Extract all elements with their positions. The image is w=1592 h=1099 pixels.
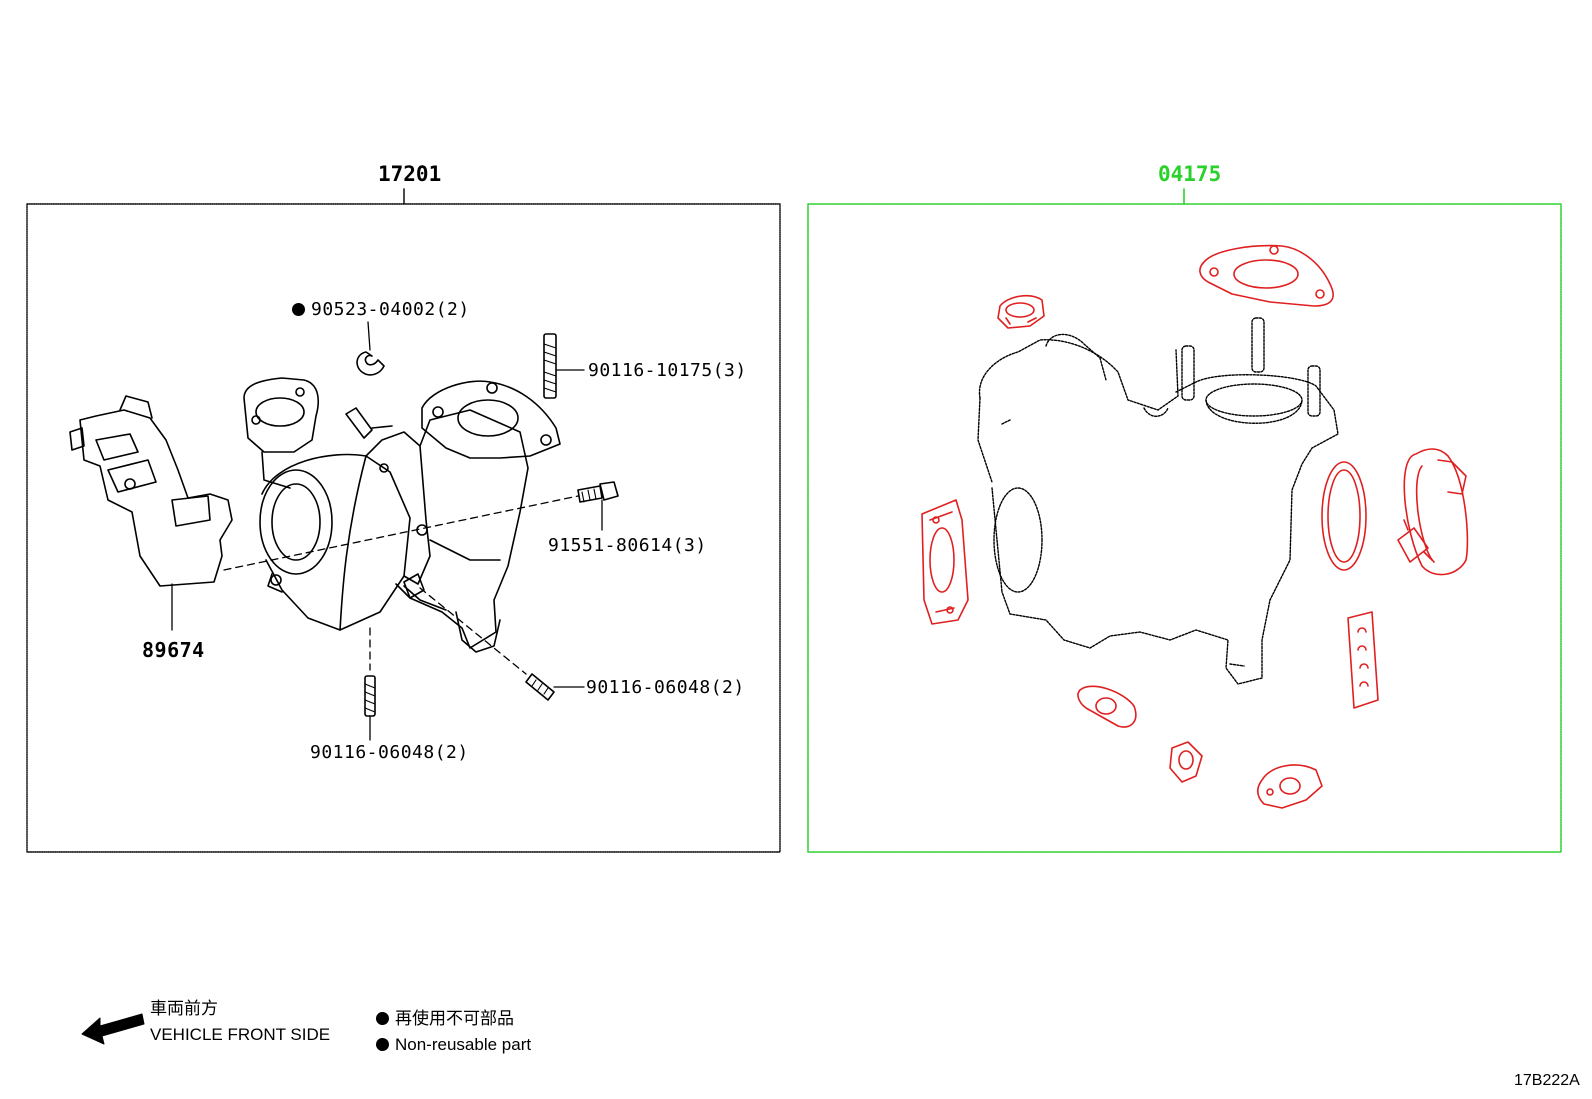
part-number-text: 90523-04002(2) — [311, 299, 470, 320]
part-label-90116-06048-bottom[interactable]: 90116-06048(2) — [310, 742, 469, 763]
gasket-kit-frame — [807, 203, 1562, 853]
vehicle-front-jp: 車両前方 — [150, 999, 218, 1018]
turbo-outline-drawing — [977, 317, 1339, 685]
non-reusable-legend-jp: 再使用不可部品 — [376, 1010, 514, 1027]
non-reusable-legend-en: Non-reusable part — [376, 1036, 531, 1053]
part-label-91551-80614[interactable]: 91551-80614(3) — [548, 535, 707, 556]
turbo-assembly-number[interactable]: 17201 — [378, 162, 442, 186]
c-clip-drawing — [356, 351, 385, 376]
legend-text: 再使用不可部品 — [395, 1009, 514, 1028]
stud-upper-drawing — [543, 333, 557, 399]
non-reusable-dot-icon — [292, 303, 305, 316]
non-reusable-dot-icon — [376, 1012, 389, 1025]
turbo-body-drawing — [243, 377, 561, 653]
stud-bottom-drawing — [364, 675, 376, 717]
non-reusable-dot-icon — [376, 1038, 389, 1051]
part-label-90523[interactable]: 90523-04002(2) — [292, 301, 470, 319]
diagram-code: 17B222A — [1514, 1072, 1580, 1089]
actuator-bracket-drawing — [69, 395, 233, 587]
gasket-kit-number[interactable]: 04175 — [1158, 162, 1222, 186]
part-label-90116-10175[interactable]: 90116-10175(3) — [588, 360, 747, 381]
assembly-dashed-lines — [223, 495, 579, 675]
c-clip-leader — [367, 321, 371, 351]
stud-right-drawing — [525, 673, 555, 701]
vehicle-front-en: VEHICLE FRONT SIDE — [150, 1025, 331, 1044]
part-label-90116-06048-right[interactable]: 90116-06048(2) — [586, 677, 745, 698]
flange-bolt-drawing — [577, 481, 619, 503]
part-label-89674[interactable]: 89674 — [142, 638, 205, 662]
legend-text: Non-reusable part — [395, 1035, 532, 1054]
vehicle-front-arrow-icon — [81, 1013, 145, 1045]
gasket-parts-drawing — [921, 244, 1469, 809]
